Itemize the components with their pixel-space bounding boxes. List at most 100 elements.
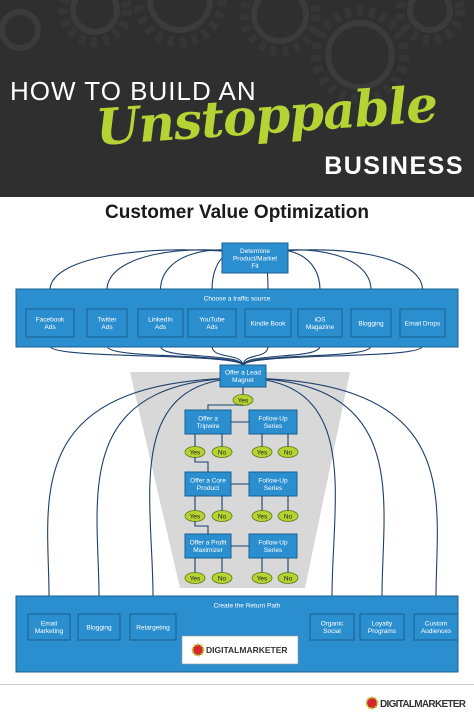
lead-yes-oval: Yes: [232, 394, 254, 406]
lead-magnet-box-text: Magnet: [232, 377, 254, 384]
return-item-5-text: Audiences: [421, 628, 452, 635]
offer-no-2-oval: [211, 572, 233, 584]
return-item-1: Blogging: [77, 613, 121, 641]
offer-box-2-box: [184, 533, 232, 559]
traffic-source-6-box: [350, 308, 392, 338]
traffic-source-3-text: Ads: [206, 324, 218, 331]
followup-box-2-box: [248, 533, 298, 559]
traffic-source-4: Kindle Book: [244, 308, 292, 338]
determine-fit-box-text: Product/Market: [233, 255, 277, 262]
offer-yes-2-oval: [184, 572, 206, 584]
return-item-4-box: [359, 613, 405, 641]
traffic-source-2-text: LinkedIn: [148, 317, 173, 324]
center-logo-gear-icon: [191, 643, 205, 657]
connector-return-1: [96, 377, 244, 597]
footer-divider: [0, 684, 474, 685]
followup-box-1-box: [248, 471, 298, 497]
offer-box-2-text: Maximizer: [193, 547, 223, 554]
offer-box-1-text: Offer a Core: [190, 478, 226, 485]
connector-lead-5: [242, 345, 321, 367]
determine-fit-box-text: Fit: [251, 263, 258, 270]
traffic-source-1-box: [86, 308, 128, 338]
footer-logo-gear-icon: [365, 696, 379, 710]
offer-no-1-text: No: [218, 513, 227, 520]
traffic-source-5-box: [297, 308, 343, 338]
traffic-source-header-text: Choose a traffic source: [204, 295, 271, 302]
followup-no-2-oval: [277, 572, 299, 584]
connector-lead-0: [49, 345, 244, 367]
traffic-source-6-text: Blogging: [358, 320, 384, 327]
offer-no-1: No: [211, 510, 233, 522]
offer-box-0-box: [184, 409, 232, 435]
connector-lead-2: [159, 345, 244, 367]
footer-logo-text: DIGITALMARKETER: [380, 699, 467, 710]
offer-yes-1-text: Yes: [190, 513, 201, 520]
followup-box-2-text: Series: [264, 547, 283, 554]
followup-yes-0-text: Yes: [257, 449, 268, 456]
followup-yes-1-oval: [251, 510, 273, 522]
headline-line-3: BUSINESS: [324, 152, 464, 180]
traffic-source-1-text: Ads: [101, 324, 113, 331]
followup-no-2: No: [277, 572, 299, 584]
followup-yes-0-oval: [251, 446, 273, 458]
followup-no-2-text: No: [284, 575, 293, 582]
followup-yes-1: Yes: [251, 510, 273, 522]
offer-box-0-text: Offer a: [198, 416, 218, 423]
connector-return-2: [149, 377, 244, 597]
followup-box-1-text: Follow-Up: [258, 478, 288, 485]
traffic-source-7-box: [399, 308, 446, 338]
return-item-2: Retargeting: [129, 613, 177, 641]
headline-line-1: HOW TO BUILD AN: [10, 76, 257, 106]
followup-box-1-text: Series: [264, 485, 283, 492]
followup-yes-2-text: Yes: [257, 575, 268, 582]
offer-yes-0: Yes: [184, 446, 206, 458]
center-logo-text: DIGITALMARKETER: [206, 645, 288, 655]
connector-return-5: [242, 377, 438, 597]
traffic-source-6: Blogging: [350, 308, 392, 338]
followup-no-1: No: [277, 510, 299, 522]
return-item-1-box: [77, 613, 121, 641]
traffic-source-7-text: Email Drops: [405, 320, 441, 327]
connector-return-0: [47, 377, 244, 597]
followup-yes-0: Yes: [251, 446, 273, 458]
yes-to-next-offer-1: [194, 521, 209, 534]
return-item-3-text: Organic: [321, 621, 345, 628]
center-digitalmarketer-logo: DIGITALMARKETER: [181, 635, 299, 665]
followup-box-0-text: Series: [264, 423, 283, 430]
traffic-source-4-box: [244, 308, 292, 338]
offer-yes-2: Yes: [184, 572, 206, 584]
determine-fit-box-text: Determine: [240, 248, 270, 255]
followup-no-0-oval: [277, 446, 299, 458]
determine-fit-box-box: [221, 242, 289, 274]
return-item-2-box: [129, 613, 177, 641]
offer-box-1-text: Product: [197, 485, 220, 492]
header-banner: HOW TO BUILD AN Unstoppable BUSINESS: [0, 0, 474, 197]
traffic-source-2-text: Ads: [155, 324, 167, 331]
connector-lead-6: [242, 345, 372, 367]
offer-box-0-text: Tripwire: [197, 423, 220, 430]
return-item-2-text: Retargeting: [136, 624, 170, 631]
digitalmarketer-footer-logo: DIGITALMARKETER: [365, 696, 467, 710]
return-item-0-text: Email: [41, 621, 58, 628]
connector-return-4: [242, 377, 385, 597]
offer-no-0: No: [211, 446, 233, 458]
traffic-source-panel: Choose a traffic source: [15, 288, 459, 348]
connector-lead-7: [242, 345, 424, 367]
yes-to-tripwire-line: [207, 404, 243, 410]
traffic-source-0-text: Ads: [44, 324, 56, 331]
traffic-source-0-box: [25, 308, 75, 338]
connector-lead-1: [106, 345, 244, 367]
offer-yes-2-text: Yes: [190, 575, 201, 582]
traffic-source-7: Email Drops: [399, 308, 446, 338]
followup-no-0: No: [277, 446, 299, 458]
offer-yes-1: Yes: [184, 510, 206, 522]
